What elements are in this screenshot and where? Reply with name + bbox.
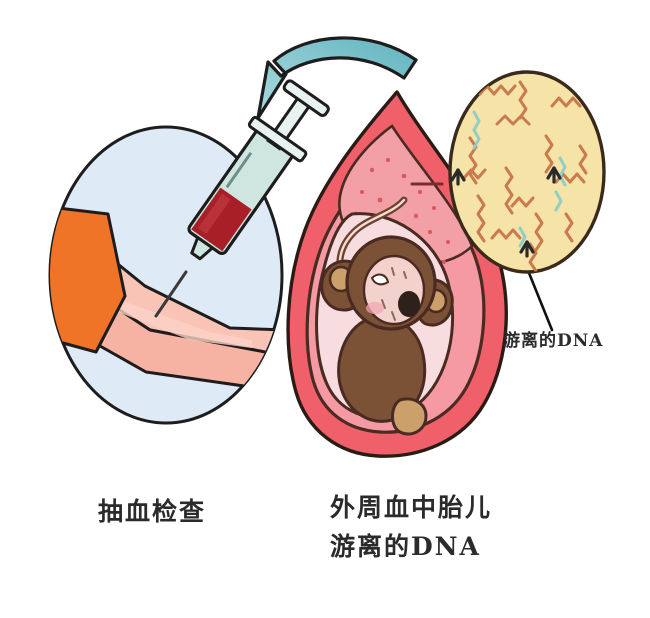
antibody-markers <box>450 166 562 258</box>
antibody-icon <box>450 168 466 186</box>
syringe-icon <box>187 79 330 261</box>
blood-draw-illustration <box>48 79 330 425</box>
caption-fetal-cfdna: 外周血中胎儿 游离的DNA <box>330 493 492 562</box>
cfdna-circle <box>448 70 606 274</box>
cfdna-callout <box>410 70 606 332</box>
antibody-icon <box>546 166 562 184</box>
caption-blood-draw: 抽血检查 <box>98 497 207 526</box>
flow-arrow-shape <box>256 36 418 120</box>
syringe-blood <box>191 187 252 252</box>
flow-arrow <box>256 36 418 120</box>
callout-leader-line <box>525 266 554 332</box>
fetus-face-patch <box>398 291 420 317</box>
caption-fetal-cfdna-line1: 外周血中胎儿 <box>330 493 493 522</box>
syringe-hub <box>190 236 214 261</box>
fetus-figure <box>320 235 454 436</box>
fetus-face-marks <box>381 267 407 321</box>
elbow-highlight <box>118 300 252 348</box>
caption-fetal-cfdna-line2: 游离的DNA <box>330 531 481 561</box>
syringe-flange <box>247 115 308 163</box>
cfdna-strands-fetal <box>472 110 567 248</box>
syringe-blood-highlight <box>198 193 231 234</box>
fetus-eye <box>370 273 390 286</box>
syringe-graduation-1 <box>225 151 253 189</box>
sleeve-shape <box>50 206 127 354</box>
callout-label-cfdna: 游离的DNA <box>503 331 604 351</box>
cfdna-strands <box>454 80 588 272</box>
syringe-needle <box>154 270 188 318</box>
fetus-foot <box>391 397 428 436</box>
fetus-cheek <box>366 302 384 314</box>
antibody-icon <box>519 240 535 258</box>
syringe-thumb-rest <box>282 79 330 117</box>
